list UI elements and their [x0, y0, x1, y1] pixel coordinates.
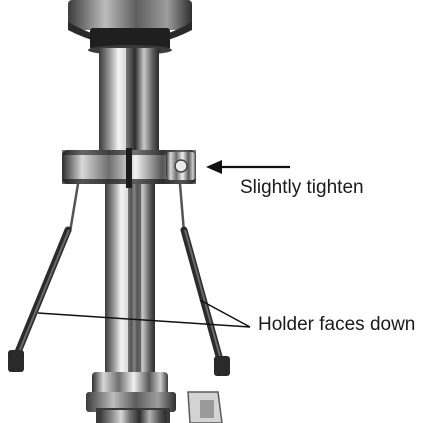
clamp-collar — [62, 148, 196, 188]
center-pole — [99, 48, 159, 378]
bottom-fittings — [86, 372, 223, 423]
tighten-label: Slightly tighten — [240, 177, 364, 198]
left-leg — [8, 183, 80, 372]
holder-label: Holder faces down — [258, 314, 415, 335]
holder-callout-lines — [37, 299, 251, 328]
left-arrow-icon — [206, 160, 290, 174]
right-leg — [178, 183, 230, 376]
top-mount — [68, 0, 192, 55]
